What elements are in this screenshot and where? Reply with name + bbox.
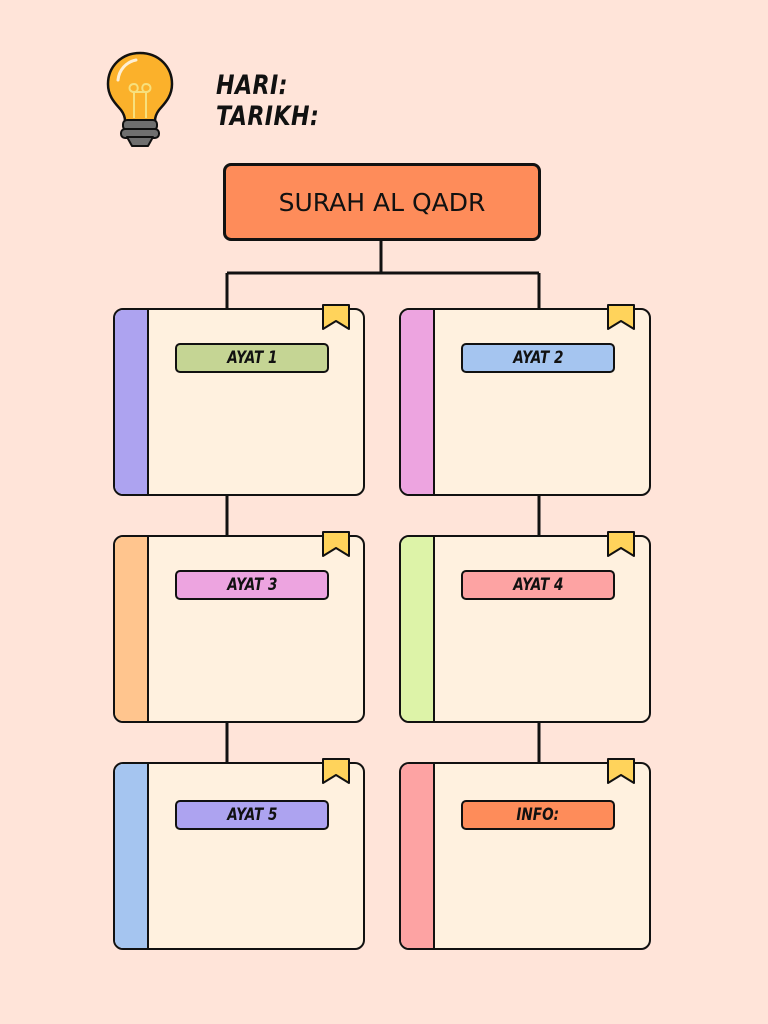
card-ayat-4: AYAT 4	[399, 535, 651, 723]
bookmark-icon	[322, 758, 350, 784]
card-tag: INFO:	[461, 800, 615, 830]
card-info: INFO:	[399, 762, 651, 950]
card-tag: AYAT 2	[461, 343, 615, 373]
card-label: AYAT 2	[512, 348, 564, 368]
card-spine	[115, 764, 149, 948]
card-ayat-3: AYAT 3	[113, 535, 365, 723]
card-tag: AYAT 3	[175, 570, 329, 600]
card-label: AYAT 4	[512, 575, 564, 595]
lightbulb-icon	[106, 51, 174, 147]
diagram-title: SURAH AL QADR	[278, 187, 486, 217]
bookmark-icon	[607, 758, 635, 784]
card-tag: AYAT 1	[175, 343, 329, 373]
date-label: TARIKH:	[216, 101, 320, 132]
card-spine	[115, 310, 149, 494]
header-labels: HARI: TARIKH:	[216, 70, 319, 132]
day-label: HARI:	[216, 70, 288, 101]
card-ayat-1: AYAT 1	[113, 308, 365, 496]
card-spine	[401, 764, 435, 948]
card-spine	[115, 537, 149, 721]
card-spine	[401, 310, 435, 494]
card-ayat-5: AYAT 5	[113, 762, 365, 950]
card-label: AYAT 5	[226, 805, 278, 825]
title-box: SURAH AL QADR	[223, 163, 541, 241]
card-label: AYAT 3	[226, 575, 278, 595]
bookmark-icon	[607, 531, 635, 557]
bookmark-icon	[607, 304, 635, 330]
card-label: INFO:	[516, 805, 560, 825]
card-label: AYAT 1	[226, 348, 278, 368]
card-spine	[401, 537, 435, 721]
card-tag: AYAT 4	[461, 570, 615, 600]
bookmark-icon	[322, 531, 350, 557]
card-tag: AYAT 5	[175, 800, 329, 830]
bookmark-icon	[322, 304, 350, 330]
card-ayat-2: AYAT 2	[399, 308, 651, 496]
